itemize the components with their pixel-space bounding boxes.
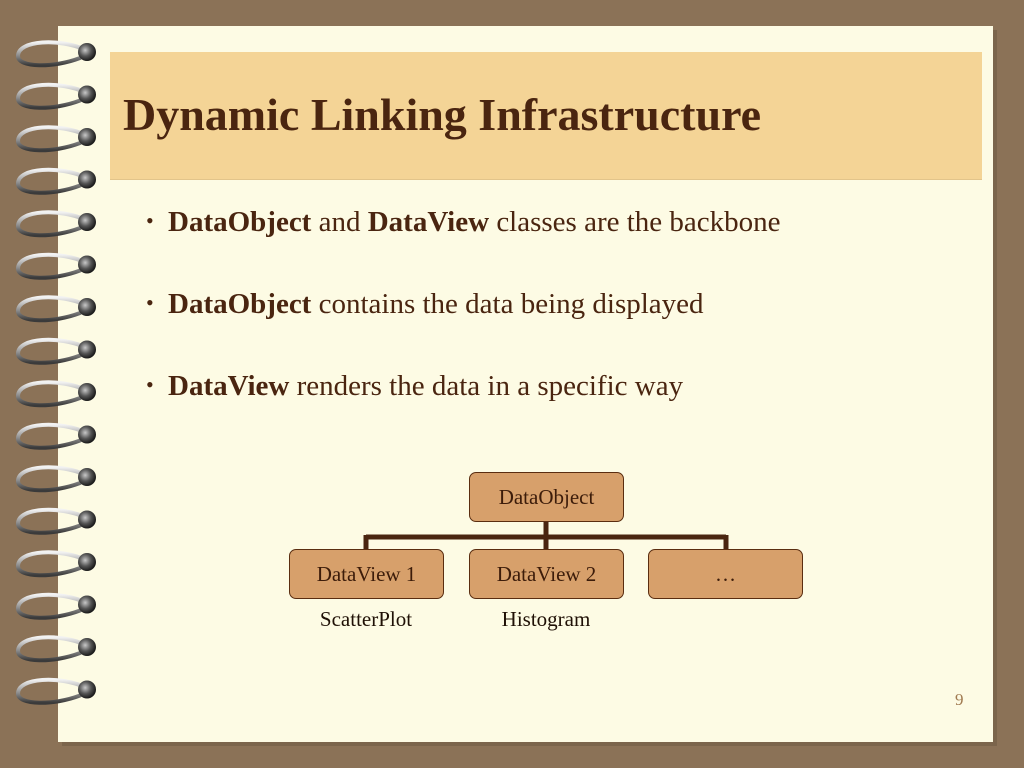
bullet-text: contains the data being displayed	[311, 288, 704, 320]
spiral-ring	[15, 635, 96, 663]
bullet-term: DataView	[168, 370, 290, 402]
spiral-ring	[15, 337, 96, 365]
bullet-list: • DataObject and DataView classes are the…	[146, 206, 781, 452]
node-more: …	[648, 549, 803, 599]
spiral-ring	[15, 82, 96, 110]
spiral-ring	[15, 422, 96, 450]
caption-histogram: Histogram	[501, 607, 591, 631]
spiral-ring	[15, 252, 96, 280]
bullet-item: • DataObject contains the data being disp…	[146, 288, 781, 370]
bullet-term: DataObject	[168, 206, 312, 238]
title-band	[110, 52, 982, 179]
slide-title: Dynamic Linking Infrastructure	[123, 89, 762, 140]
spiral-ring	[15, 465, 96, 493]
bullet-item: • DataView renders the data in a specific…	[146, 370, 781, 452]
spiral-ring	[15, 210, 96, 238]
bullet-text: classes are the backbone	[489, 206, 781, 238]
node-dataview-2: DataView 2	[469, 549, 624, 599]
bullet-term: DataObject	[168, 288, 312, 320]
spiral-rings-icon	[15, 40, 96, 705]
bullet-dot: •	[146, 290, 154, 315]
spiral-ring	[15, 380, 96, 408]
node-dataobject: DataObject	[469, 472, 624, 522]
spiral-ring	[15, 550, 96, 578]
bullet-dot: •	[146, 372, 154, 397]
bullet-dot: •	[146, 208, 154, 233]
page-number: 9	[955, 690, 964, 709]
bullet-text: and	[311, 206, 368, 238]
bullet-text: renders the data in a specific way	[289, 370, 684, 402]
spiral-ring	[15, 677, 96, 705]
spiral-ring	[15, 167, 96, 195]
spiral-ring	[15, 507, 96, 535]
spiral-ring	[15, 592, 96, 620]
spiral-ring	[15, 125, 96, 153]
spiral-ring	[15, 295, 96, 323]
spiral-binding	[0, 36, 110, 741]
spiral-ring	[15, 40, 96, 68]
bullet-item: • DataObject and DataView classes are the…	[146, 206, 781, 288]
bullet-term: DataView	[367, 206, 490, 238]
caption-scatterplot: ScatterPlot	[319, 607, 413, 631]
node-dataview-1: DataView 1	[289, 549, 444, 599]
